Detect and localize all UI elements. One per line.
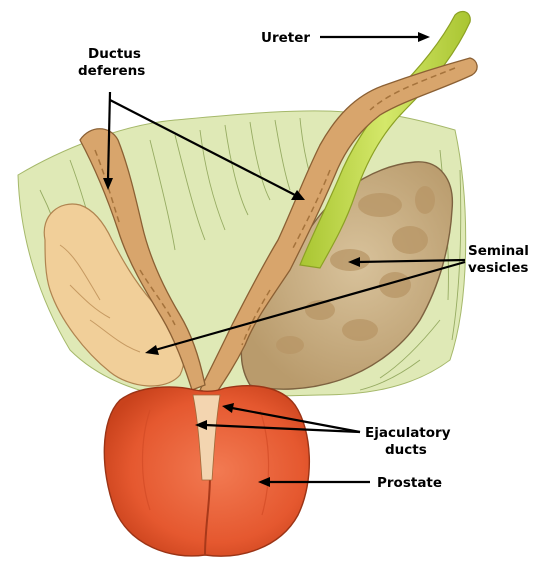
prostate bbox=[104, 386, 309, 556]
label-ejac-line2: ducts bbox=[385, 442, 427, 458]
label-seminal-line1: Seminal bbox=[468, 243, 529, 259]
label-ureter: Ureter bbox=[261, 30, 310, 46]
label-ejac-line1: Ejaculatory bbox=[365, 425, 451, 441]
label-ductus-line2: deferens bbox=[78, 63, 145, 79]
label-prostate: Prostate bbox=[377, 475, 442, 491]
label-ductus-line1: Ductus bbox=[88, 46, 141, 62]
arrowhead-ureter bbox=[418, 32, 430, 42]
label-seminal-line2: vesicles bbox=[468, 260, 528, 276]
